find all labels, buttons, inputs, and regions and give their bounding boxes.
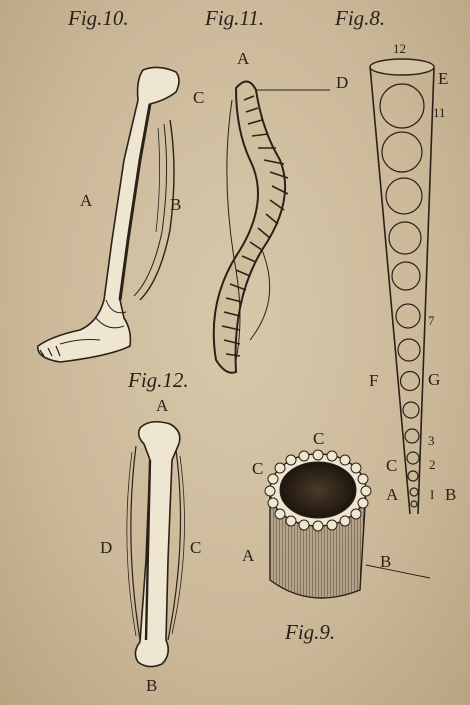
fig8-label-f: F: [369, 371, 379, 390]
fig12-label-b: B: [146, 676, 158, 695]
fig12-label-d: D: [100, 538, 113, 557]
fig12-bone: [126, 420, 185, 668]
fig8-number-12: 12: [393, 41, 406, 56]
fig8-label-c: C: [386, 456, 398, 475]
fig12-label-c: C: [190, 538, 202, 557]
fig8-number-11: 11: [433, 105, 446, 120]
fig11-label-a: A: [237, 49, 250, 68]
fig9-label-c-left: C: [252, 459, 264, 478]
fig8-label-e: E: [438, 69, 449, 88]
fig9-label-b: B: [380, 552, 392, 571]
fig12-label-a: A: [156, 396, 169, 415]
fig11-title: Fig.11.: [205, 6, 265, 30]
fig8-label-a: A: [386, 485, 399, 504]
fig8-label-b: B: [445, 485, 457, 504]
fig8-label-g: G: [428, 370, 441, 389]
fig8-title: Fig.8.: [335, 6, 386, 30]
fig12-title: Fig.12.: [128, 368, 189, 392]
fig8-number-2: 2: [429, 457, 436, 472]
fig9-label-a: A: [242, 546, 255, 565]
fig8-cone: [369, 58, 435, 515]
fig10-leg: [37, 66, 180, 363]
fig11-spiral: [212, 80, 330, 374]
fig10-title: Fig.10.: [68, 6, 129, 30]
fig8-number-7: 7: [428, 313, 435, 328]
fig9-title: Fig.9.: [285, 620, 336, 644]
fig9-cylinder: [264, 449, 431, 599]
fig8-number-1: I: [430, 487, 435, 502]
fig8-number-3: 3: [428, 433, 435, 448]
fig10-label-a: A: [80, 191, 93, 210]
fig10-label-c: C: [193, 88, 205, 107]
fig9-label-c-top: C: [313, 429, 325, 448]
fig11-label-d: D: [336, 73, 349, 92]
fig10-label-b: B: [170, 195, 182, 214]
